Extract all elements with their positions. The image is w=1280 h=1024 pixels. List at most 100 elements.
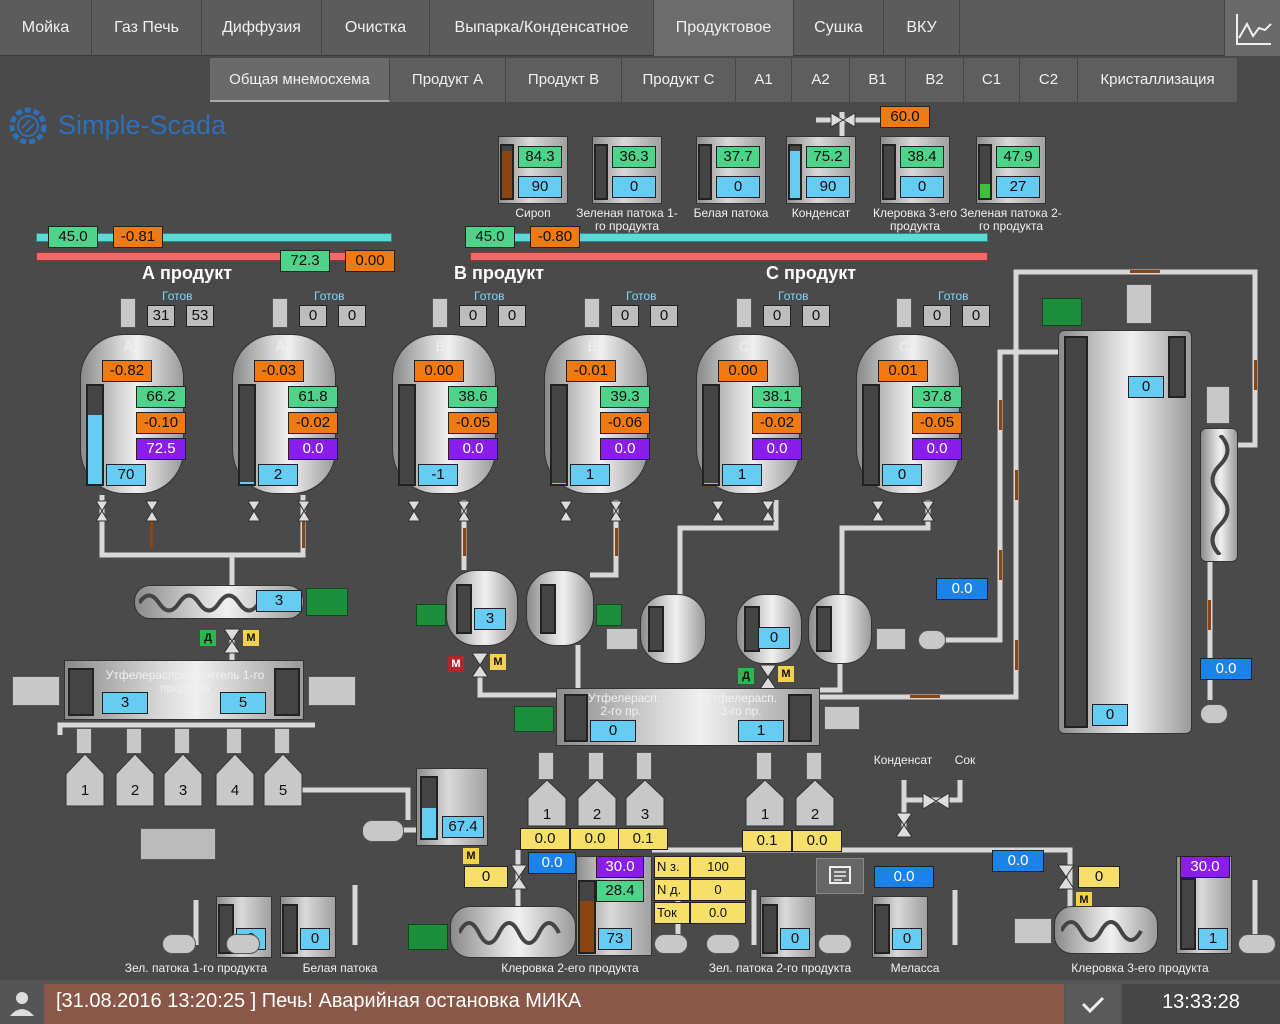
drain-valve-icon[interactable] [297,500,311,522]
drain-valve-icon[interactable] [711,500,725,522]
drain-valve-icon[interactable] [145,500,159,522]
pump[interactable] [818,934,852,954]
subtab-crystallization[interactable]: Кристаллизация [1078,58,1238,102]
valve-right-icon[interactable] [1057,864,1075,890]
centrifuge-motor[interactable] [538,752,554,780]
centrifuge-motor[interactable] [76,728,92,754]
ready-label: Готов [626,289,657,303]
motor-mixer-b1[interactable] [416,604,446,626]
pump[interactable] [706,934,740,954]
motor-klerovka-2[interactable] [408,924,448,950]
pump[interactable] [162,934,196,954]
tab-drying[interactable]: Сушка [794,0,884,56]
agitator-motor[interactable] [896,298,912,328]
dryer-unit[interactable] [140,828,216,860]
agitator-motor[interactable] [432,298,448,328]
centrifuge-body[interactable] [526,778,568,828]
screw-klerovka-3[interactable] [1054,906,1158,954]
storage-tank-level: 27 [996,176,1040,198]
centrifuge-motor[interactable] [806,752,822,780]
centrifuge-body[interactable] [162,752,204,808]
log-button[interactable] [816,858,864,894]
motor-crystallizer-top[interactable] [1126,284,1152,324]
motor-mixer-b2[interactable] [596,604,622,626]
motor-distributor-1-left[interactable] [12,676,60,706]
subtab-product-c[interactable]: Продукт С [622,58,736,102]
subtab-a1[interactable]: А1 [736,58,792,102]
subtab-a2[interactable]: А2 [792,58,850,102]
tab-gas-furnace[interactable]: Газ Печь [92,0,202,56]
agitator-motor[interactable] [272,298,288,328]
subtab-product-b[interactable]: Продукт В [506,58,622,102]
centrifuge-motor[interactable] [174,728,190,754]
centrifuge-body[interactable] [624,778,666,828]
drain-valve-icon[interactable] [921,500,935,522]
valve-c-icon[interactable] [759,664,777,690]
drain-valve-icon[interactable] [559,500,573,522]
pump-crystallizer[interactable] [1200,704,1228,724]
drain-valve-icon[interactable] [95,500,109,522]
centrifuge-body[interactable] [794,778,836,828]
centrifuge-body[interactable] [64,752,106,808]
centrifuge-motor[interactable] [274,728,290,754]
subtab-c2[interactable]: С2 [1020,58,1078,102]
motor-distributor-3[interactable] [824,706,860,730]
centrifuge-motor[interactable] [756,752,772,780]
drain-valve-icon[interactable] [457,500,471,522]
motor-distributor-2[interactable] [514,706,554,732]
tab-evaporation[interactable]: Выпарка/Конденсатное [430,0,654,56]
tab-cleaning[interactable]: Очистка [322,0,430,56]
motor-heat-exchanger[interactable] [1206,386,1230,424]
tab-vku[interactable]: ВКУ [884,0,960,56]
subtab-b2[interactable]: В2 [906,58,964,102]
drain-valve-icon[interactable] [609,500,623,522]
condensate-valve-icon[interactable] [830,112,856,128]
valve-kondensat-icon[interactable] [895,812,913,838]
screw-klerovka-2[interactable] [450,906,576,958]
drain-valve-icon[interactable] [407,500,421,522]
subtab-product-a[interactable]: Продукт А [390,58,506,102]
centrifuge-motor[interactable] [636,752,652,780]
motor-mixer-c3[interactable] [876,628,906,650]
centrifuge-body[interactable] [744,778,786,828]
motor-mixer-c1[interactable] [606,628,638,650]
pump-klerovka-2[interactable] [654,934,688,954]
drain-valve-icon[interactable] [871,500,885,522]
centrifuge-motor[interactable] [226,728,242,754]
agitator-motor[interactable] [736,298,752,328]
tab-moika[interactable]: Мойка [0,0,92,56]
agitator-motor[interactable] [584,298,600,328]
user-button[interactable] [0,984,44,1024]
centrifuge-motor[interactable] [126,728,142,754]
alarm-bar[interactable] [44,984,1064,1024]
motor-screw-a[interactable] [306,588,348,616]
subtab-overview[interactable]: Общая мнемосхема [210,58,390,102]
valve-sok-icon[interactable] [922,792,950,810]
drain-valve-icon[interactable] [761,500,775,522]
mixer-c1-bar [648,606,664,652]
subtab-c1[interactable]: С1 [964,58,1020,102]
pump[interactable] [226,934,260,954]
subtab-b1[interactable]: В1 [850,58,906,102]
pump-c[interactable] [918,630,946,650]
centrifuge-body[interactable] [262,752,304,808]
valve-b2-icon[interactable] [510,864,528,890]
centrifuge-body[interactable] [576,778,618,828]
pump-klerovka-3[interactable] [1238,934,1276,954]
centrifuge-number: 5 [278,782,288,799]
pump-a[interactable] [362,820,404,842]
valve-b-icon[interactable] [471,652,489,678]
centrifuge-body[interactable] [114,752,156,808]
acknowledge-button[interactable] [1066,984,1120,1024]
agitator-motor[interactable] [120,298,136,328]
centrifuge-motor[interactable] [588,752,604,780]
centrifuge-body[interactable] [214,752,256,808]
tab-diffusion[interactable]: Диффузия [202,0,322,56]
motor-distributor-1-right[interactable] [308,676,356,706]
motor-crystallizer[interactable] [1042,298,1082,326]
drain-valve-icon[interactable] [247,500,261,522]
tab-product[interactable]: Продуктовое [654,0,794,56]
trend-chart-button[interactable] [1224,0,1280,56]
valve-a-icon[interactable] [223,628,241,654]
motor-klerovka-3[interactable] [1014,918,1052,944]
